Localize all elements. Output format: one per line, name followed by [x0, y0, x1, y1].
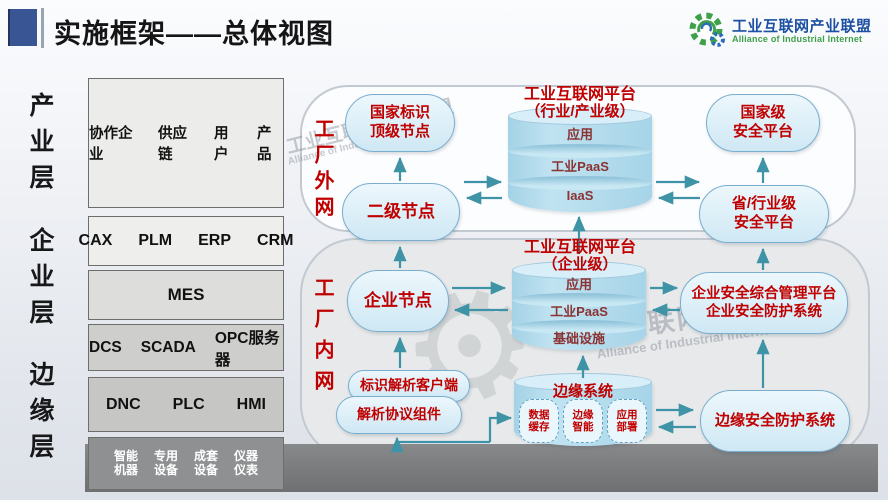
alliance-logo: 工业互联网产业联盟 Alliance of Industrial Interne…	[686, 8, 882, 54]
edge-system-title: 边缘系统	[552, 383, 613, 400]
system-label: CAX	[78, 232, 113, 249]
system-label: CRM	[257, 232, 294, 249]
node-national-security: 国家级安全平台	[706, 94, 820, 152]
node-edge-security: 边缘安全防护系统	[700, 390, 850, 452]
logo-name-en: Alliance of Industrial Internet	[732, 34, 863, 44]
edge-module-app-deploy: 应用部署	[607, 399, 647, 443]
mes-box: MES	[88, 270, 284, 320]
system-label: DCS	[89, 338, 122, 356]
platform-layer-iaas: IaaS	[566, 188, 594, 203]
edge-module-data-cache: 数据缓存	[519, 399, 559, 443]
layer-label-edge: 边缘层	[26, 361, 54, 469]
system-label: DNC	[106, 395, 141, 413]
gear-logo-icon	[689, 12, 725, 47]
enterprise-platform-cylinder: 应用 工业PaaS 基础设施	[512, 261, 646, 350]
platform-layer-app: 应用	[566, 127, 593, 142]
title-accent-bar	[41, 8, 44, 48]
enterprise-it-box: CAX PLM ERP CRM	[79, 216, 293, 266]
equipment-item: 成套设备	[194, 448, 219, 477]
equipment-item: 智能机器	[113, 448, 138, 477]
equipment-item: 仪器仪表	[234, 448, 259, 477]
node-enterprise-security: 企业安全综合管理平台企业安全防护系统	[680, 272, 848, 334]
node-second-level: 二级节点	[342, 183, 460, 241]
platform-layer-paas: 工业PaaS	[550, 304, 608, 319]
cylinder-top	[508, 107, 652, 125]
zone-label-internal: 工厂内网	[311, 277, 333, 401]
system-label: PLC	[172, 395, 205, 413]
page-title: 实施框架——总体视图	[54, 19, 334, 49]
logo-name-cn: 工业互联网产业联盟	[732, 18, 872, 35]
industry-role: 用户	[214, 126, 229, 163]
system-label: OPC服务器	[214, 329, 280, 369]
industry-roles-box: 协作企业 供应链 用户 产品	[88, 78, 284, 208]
node-protocol-component: 解析协议组件	[336, 396, 462, 434]
enterprise-platform-title: 工业互联网平台 （企业级）	[523, 239, 636, 273]
platform-layer-infra: 基础设施	[552, 331, 605, 346]
industry-platform-cylinder: 应用 工业PaaS IaaS	[508, 107, 652, 212]
edge-module-edge-intelligence: 边缘智能	[563, 399, 603, 443]
industry-role: 供应链	[158, 126, 187, 163]
node-national-id-top: 国家标识顶级节点	[345, 94, 455, 152]
industry-role: 协作企业	[89, 126, 133, 163]
system-label: ERP	[198, 232, 232, 249]
field-devices-box: DNC PLC HMI	[88, 377, 284, 432]
system-label: MES	[167, 285, 205, 304]
system-label: HMI	[236, 395, 266, 413]
node-provincial-security: 省/行业级安全平台	[699, 185, 829, 243]
control-systems-box: DCS SCADA OPC服务器	[88, 324, 284, 371]
edge-system-cylinder: 边缘系统 数据缓存 边缘智能 应用部署	[514, 373, 652, 446]
layer-label-enterprise: 企业层	[26, 227, 54, 335]
industry-platform-title: 工业互联网平台 （行业/产业级）	[523, 86, 636, 120]
industry-role: 产品	[257, 126, 272, 163]
title-accent-square	[8, 9, 37, 46]
zone-label-external: 工厂外网	[311, 118, 333, 222]
equipment-box: 智能机器 专用设备 成套设备 仪器仪表	[88, 437, 284, 490]
equipment-item: 专用设备	[153, 448, 178, 477]
system-label: PLM	[138, 232, 173, 249]
system-label: SCADA	[140, 338, 196, 356]
node-enterprise: 企业节点	[347, 270, 449, 332]
layer-label-industry: 产业层	[26, 92, 54, 200]
platform-layer-app: 应用	[565, 277, 592, 292]
platform-layer-paas: 工业PaaS	[551, 159, 609, 174]
